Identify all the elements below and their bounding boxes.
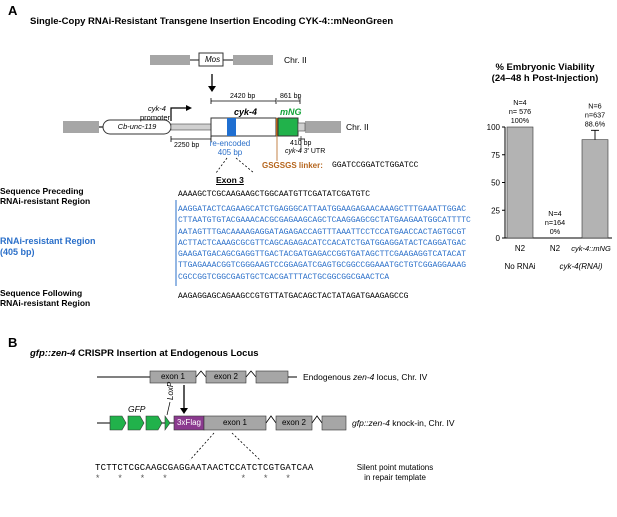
reencoded-line2: 405 bp xyxy=(217,148,243,157)
exon1-top-label: exon 1 xyxy=(160,372,186,381)
rnai-label-2: (405 bp) xyxy=(0,247,35,257)
mos-flank-left xyxy=(150,55,190,65)
reencoded-line1: re-encoded xyxy=(209,139,251,148)
group-rnai: cyk-4(RNAi) xyxy=(559,262,603,271)
bp-2420-label: 2420 bp xyxy=(230,93,256,100)
cat-n2-b: N2 xyxy=(549,244,561,253)
utr-label: cyk-4 3' UTR xyxy=(285,147,325,157)
cat-n2-a: N2 xyxy=(514,244,526,253)
utr-region xyxy=(297,122,306,132)
repair-seq: TCTTCTCGCAAGCGAGGAATAACTCCATCTCGTGATCAA xyxy=(95,463,314,473)
exon2-bottom-label: exon 2 xyxy=(281,418,307,427)
panel-b-letter: B xyxy=(8,335,18,350)
chart-title-2: (24–48 h Post-Injection) xyxy=(491,73,599,84)
flag-label: 3xFlag xyxy=(176,418,201,427)
exon3-bottom xyxy=(321,415,347,431)
silent-label-1: Silent point mutations xyxy=(356,463,434,472)
bar-data-label: N=6 xyxy=(588,101,601,110)
linker-label: GSGSGS linker: xyxy=(262,161,323,170)
linker-seq: GGATCCGGATCTGGATCC xyxy=(332,161,419,170)
following-label-1: Sequence Following xyxy=(0,288,83,298)
rnai-seq-line: AATAGTTTGACAAAAGAGGATAGAGACCAGTTTAAATTCC… xyxy=(178,227,467,237)
y-tick-label: 50 xyxy=(491,179,500,188)
exon2-top-label: exon 2 xyxy=(213,372,239,381)
rnai-seq-line: TTGAGAAACGGTCGGGAAGTCCGGAGATCGAGTGCGGCCG… xyxy=(178,261,467,271)
chr2-top-label: Chr. II xyxy=(284,55,307,65)
preceding-label-2: RNAi-resistant Region xyxy=(0,196,91,206)
promoter-gene-label: cyk-4 xyxy=(148,104,166,113)
mos-box xyxy=(198,52,224,67)
loxp-triangle xyxy=(164,415,171,431)
rnai-seq-line: AAGGATACTCAGAAGCATCTGAGGGCATTAATGGAAGAGA… xyxy=(178,205,467,214)
mutation-stars: * * * * * * * xyxy=(95,474,292,484)
chr2-flank-right xyxy=(305,121,341,133)
rnai-seq-line: CTTAATGTGTACGAAACACGCGAGAAGCAGCTCAAGGAGC… xyxy=(178,216,471,226)
knockin-label: gfp::zen-4 knock-in, Chr. IV xyxy=(352,418,455,428)
cat-cyk: cyk-4::mNG xyxy=(571,244,611,253)
bp-410-label: 410 bp xyxy=(290,140,312,147)
exon3-label: Exon 3 xyxy=(216,175,244,185)
gfp-segment-1 xyxy=(109,415,127,431)
cyk4-gene-label: cyk-4 xyxy=(234,107,258,117)
bp-2250-label: 2250 bp xyxy=(174,142,200,149)
preceding-label-1: Sequence Preceding xyxy=(0,186,84,196)
gfp-segment-3 xyxy=(145,415,163,431)
following-label-2: RNAi-resistant Region xyxy=(0,298,91,308)
rnai-seq-line: ACTTACTCAAAGCGCGTTCAGCAGAGACATCCACATCTGA… xyxy=(178,238,467,248)
chr2-flank-left xyxy=(63,121,99,133)
silent-label-2: in repair template xyxy=(364,473,426,482)
bar-data-label: n=637 xyxy=(585,110,605,119)
panel-b-title-rest: CRISPR Insertion at Endogenous Locus xyxy=(78,348,259,359)
panel-b-title-gene: gfp::zen-4 xyxy=(30,348,76,359)
promoter-word-label: promoter xyxy=(140,113,171,122)
mng-label: mNG xyxy=(280,107,302,117)
y-tick-label: 100 xyxy=(487,123,501,132)
rnai-seq-line: GAAGATGACAGCGAGGTTGACTACGATGAGACCGGTGATA… xyxy=(178,250,467,260)
gfp-label: GFP xyxy=(128,404,146,414)
knockin-gene: gfp::zen-4 xyxy=(352,418,390,428)
chart-title-1: % Embryonic Viability xyxy=(495,62,595,73)
reencoded-region xyxy=(227,118,236,136)
locus-post: locus, Chr. IV xyxy=(376,372,428,382)
preceding-seq: AAAAGCTCGCAAGAAGCTGGCAATGTTCGATATCGATGTC xyxy=(178,190,371,199)
loxp-label: LoxP xyxy=(166,381,175,400)
panel-a-letter: A xyxy=(8,3,18,18)
bar-data-label: N=4 xyxy=(548,209,561,218)
mos-flank-right xyxy=(233,55,273,65)
bar-data-label: 100% xyxy=(511,116,530,125)
chr2-bottom-label: Chr. II xyxy=(346,122,369,132)
cb-unc-119-label: Cb-unc-119 xyxy=(117,122,157,131)
knockin-post: knock-in, Chr. IV xyxy=(392,418,455,428)
bar-data-label: N=4 xyxy=(513,98,526,107)
bar xyxy=(581,139,609,239)
y-tick-label: 0 xyxy=(496,234,501,243)
y-tick-label: 75 xyxy=(491,151,500,160)
group-no-rnai: No RNAi xyxy=(504,262,536,271)
panel-a-title: Single-Copy RNAi-Resistant Transgene Ins… xyxy=(30,16,394,27)
following-seq: AAGAGGAGCAGAAGCCGTGTTATGACAGCTACTATAGATG… xyxy=(178,292,409,301)
y-tick-label: 25 xyxy=(491,206,500,215)
exon1-bottom-label: exon 1 xyxy=(222,418,248,427)
bar-data-label: 0% xyxy=(550,227,561,236)
bp-861-label: 861 bp xyxy=(280,93,302,100)
rnai-label-1: RNAi-resistant Region xyxy=(0,236,96,246)
bar-data-label: n=164 xyxy=(545,218,565,227)
bar-data-label: 88.6% xyxy=(585,119,606,128)
rnai-seq-line: CGCCGGTCGGCGAGTGCTCACGATTTACTGCGGCGGCGAA… xyxy=(178,272,390,282)
utr-word: UTR xyxy=(310,148,326,155)
locus-pre: Endogenous xyxy=(303,372,351,382)
promoter-arrow xyxy=(170,107,187,121)
locus-gene: zen-4 xyxy=(353,372,375,382)
mos-label: Mos xyxy=(205,55,221,64)
bar-data-label: n= 576 xyxy=(509,107,531,116)
endogenous-locus-label: Endogenous zen-4 locus, Chr. IV xyxy=(303,372,427,382)
rnai-sequence: AAGGATACTCAGAAGCATCTGAGGGCATTAATGGAAGAGA… xyxy=(178,204,471,283)
gfp-segment-2 xyxy=(127,415,145,431)
utr-gene: cyk-4 3' xyxy=(285,148,309,155)
linker-mark xyxy=(276,118,278,136)
panel-b-title: gfp::zen-4 CRISPR Insertion at Endogenou… xyxy=(30,349,259,359)
bar xyxy=(506,126,534,239)
